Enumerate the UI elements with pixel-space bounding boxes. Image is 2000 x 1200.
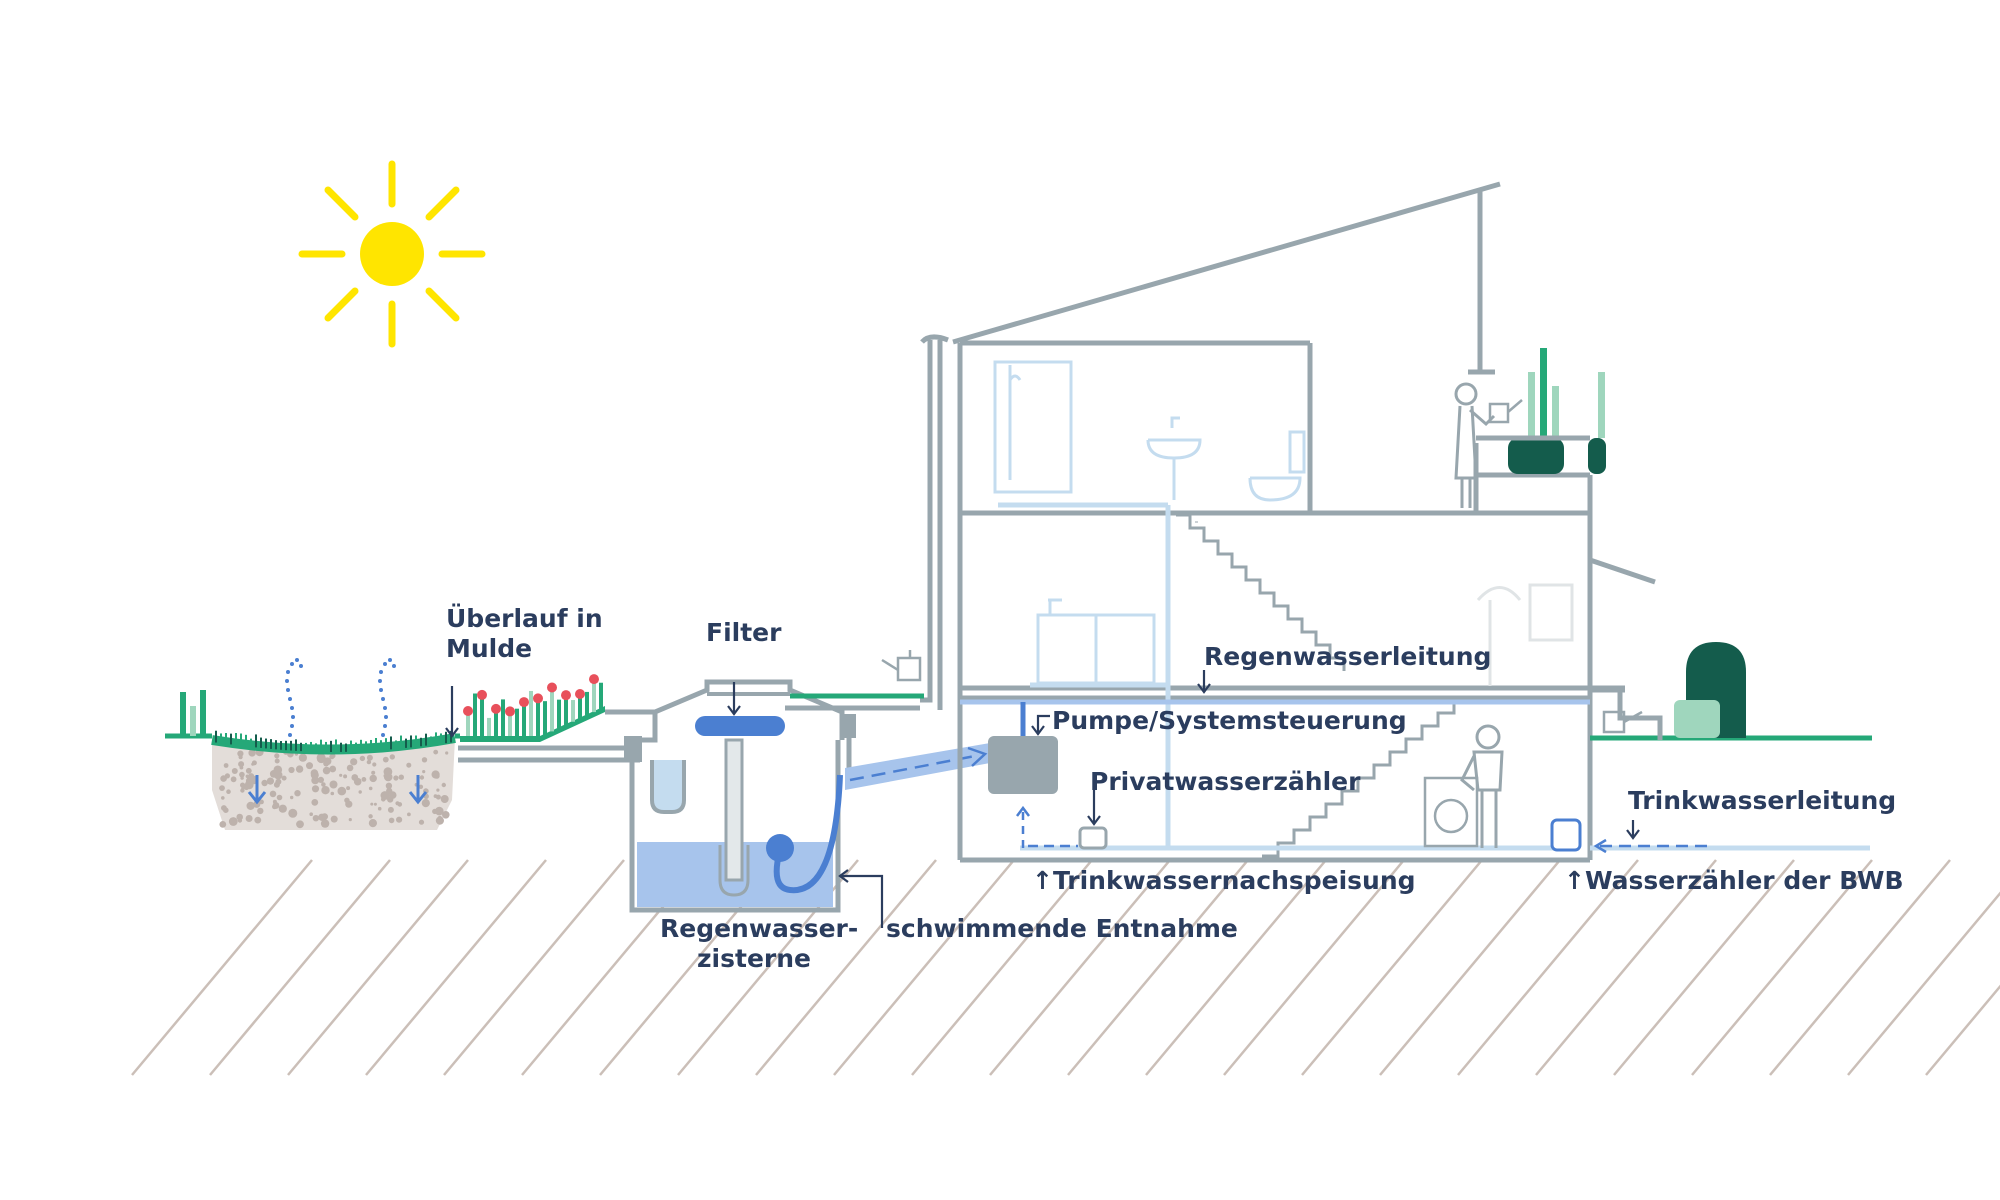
ground-hatching: [131, 859, 2000, 1076]
label-drinking-refill-text: Trinkwassernachspeisung: [1052, 866, 1416, 895]
label-drinking-refill: ↑Trinkwassernachspeisung: [1032, 866, 1416, 896]
private-water-meter: [1078, 826, 1108, 850]
infiltration-swale: [165, 658, 460, 830]
label-floating-intake: schwimmende Entnahme: [886, 914, 1238, 943]
flower-bed: [460, 674, 605, 742]
label-bwb-meter: ↑Wasserzähler der BWB: [1564, 866, 1904, 896]
filter-unit: [695, 716, 785, 736]
sun-icon: [298, 160, 486, 348]
person-icon: [1460, 724, 1504, 848]
label-cistern-line2: zisterne: [697, 944, 811, 973]
label-overflow-line1: Überlauf in: [446, 604, 603, 633]
lamp-icon: [1476, 583, 1574, 686]
label-cistern: Regenwasser- zisterne: [660, 914, 859, 974]
refill-line: [1016, 805, 1078, 848]
rainwater-line-arrow: [1197, 670, 1211, 694]
bwb-water-meter: [1550, 818, 1582, 852]
house: [952, 181, 1656, 863]
kitchen-icon: [1036, 598, 1156, 685]
rainwater-cistern: [605, 679, 856, 913]
person-icon: [1454, 382, 1496, 508]
plant-icon: [180, 690, 206, 736]
staircase: [1176, 513, 1456, 858]
label-filter: Filter: [706, 618, 782, 647]
up-arrow-icon: ↑: [1564, 866, 1585, 895]
label-rainwater-pipe: Regenwasserleitung: [1204, 642, 1492, 671]
washing-machine-icon: [1423, 776, 1479, 848]
watering-can-icon: [1488, 399, 1523, 424]
label-overflow: Überlauf in Mulde: [446, 604, 603, 664]
roof-inlet-pipe: [785, 334, 949, 711]
label-bwb-meter-text: Wasserzähler der BWB: [1584, 866, 1904, 895]
watering-can-icon: [1602, 710, 1643, 734]
plant-icon: [1508, 348, 1606, 474]
supply-line-arrow: [1593, 838, 1710, 854]
rain-barrel-icon: [1674, 642, 1746, 738]
house-water-pipes: [998, 502, 1870, 851]
label-private-meter: Privatwasserzähler: [1090, 767, 1361, 796]
toilet-icon: [1248, 430, 1306, 502]
watering-can-icon: [881, 650, 922, 682]
suction-pipe: [845, 743, 990, 790]
pump-control-unit: [988, 736, 1058, 794]
label-cistern-line1: Regenwasser-: [660, 914, 859, 943]
floating-intake-hose: [766, 774, 843, 894]
leader-lines: [445, 682, 1640, 928]
label-drinking-pipe: Trinkwasserleitung: [1628, 786, 1897, 815]
shower-icon: [993, 360, 1073, 494]
label-overflow-line2: Mulde: [446, 634, 533, 663]
sink-icon: [1146, 416, 1202, 500]
label-pump-control: Pumpe/Systemsteuerung: [1052, 706, 1407, 735]
up-arrow-icon: ↑: [1032, 866, 1053, 895]
overflow-pipe: [458, 745, 640, 763]
